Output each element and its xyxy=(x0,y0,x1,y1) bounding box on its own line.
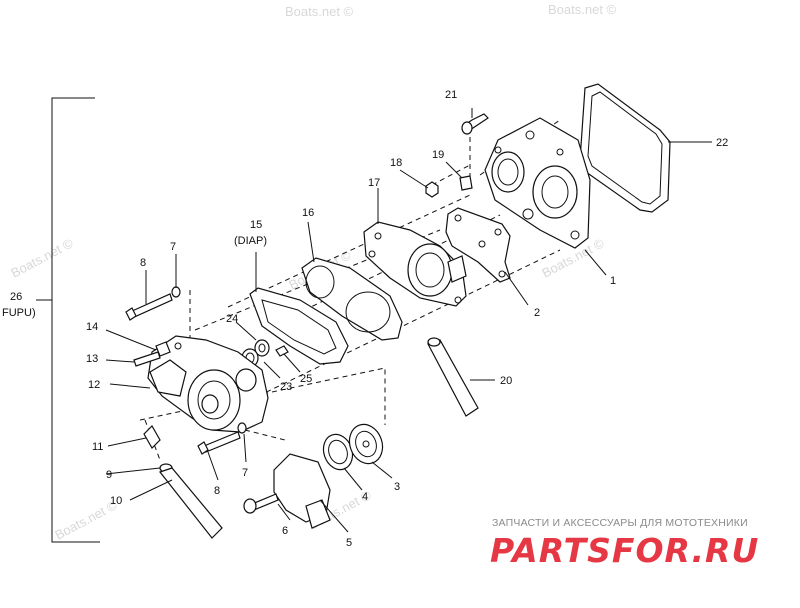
part-5-cap xyxy=(273,453,331,529)
callout-7-bottom: 7 xyxy=(242,467,248,479)
callout-labels: 21 22 18 19 17 16 15 (DIAP) 1 2 20 7 8 2… xyxy=(2,89,728,549)
part-6-screw xyxy=(243,493,279,514)
callout-6: 6 xyxy=(282,525,288,537)
part-12-pump-housing xyxy=(147,335,269,433)
callout-26: 26 xyxy=(10,291,22,303)
part-19-fitting xyxy=(459,175,473,191)
callout-4: 4 xyxy=(362,491,368,503)
part-1-pump-body xyxy=(484,117,591,249)
callout-8-bottom: 8 xyxy=(214,485,220,497)
part-16-diaphragm xyxy=(301,257,403,341)
callout-13: 13 xyxy=(86,353,98,365)
callout-22: 22 xyxy=(716,137,728,149)
callout-25: 25 xyxy=(300,373,312,385)
callout-9: 9 xyxy=(106,469,112,481)
callout-7-top: 7 xyxy=(170,241,176,253)
part-24-seal xyxy=(254,339,270,357)
callout-26-fupu: FUPU) xyxy=(2,307,36,319)
callout-8-top: 8 xyxy=(140,257,146,269)
callout-19: 19 xyxy=(432,149,444,161)
callout-24: 24 xyxy=(226,313,238,325)
callout-16: 16 xyxy=(302,207,314,219)
callout-14: 14 xyxy=(86,321,98,333)
part-17-pump-cover xyxy=(363,221,467,307)
callout-17: 17 xyxy=(368,177,380,189)
callout-10: 10 xyxy=(110,495,122,507)
callout-15: 15 xyxy=(250,219,262,231)
part-15-diaphragm-gasket xyxy=(249,287,349,365)
part-2-gasket-plate xyxy=(445,207,511,283)
callout-2: 2 xyxy=(534,307,540,319)
part-8-bolt-top xyxy=(125,293,173,321)
part-7-washer-top xyxy=(171,286,181,298)
watermark-top: Boats.net © xyxy=(285,4,354,19)
part-8-bolt-bottom xyxy=(197,431,241,455)
part-13-screw xyxy=(133,351,161,367)
brand-tagline: ЗАПЧАСТИ И АКСЕССУАРЫ ДЛЯ МОТОТЕХНИКИ xyxy=(492,517,748,529)
part-22-gasket xyxy=(579,83,671,213)
watermark-left: Boats.net © xyxy=(8,235,76,280)
part-10-hose xyxy=(159,467,223,539)
part-7-washer-bottom xyxy=(237,422,247,434)
part-11-fitting xyxy=(143,425,161,449)
callout-15-diap: (DIAP) xyxy=(234,235,267,247)
callout-20: 20 xyxy=(500,375,512,387)
part-18-nut xyxy=(425,181,439,198)
callout-5: 5 xyxy=(346,537,352,549)
brand-logo: PARTSFOR.RU xyxy=(490,531,759,570)
part-20-hose xyxy=(427,337,479,417)
callout-12: 12 xyxy=(88,379,100,391)
part-21-screw xyxy=(461,113,489,135)
callout-11: 11 xyxy=(92,441,103,453)
callout-21: 21 xyxy=(445,89,457,101)
partsfor-branding: ЗАПЧАСТИ И АКСЕССУАРЫ ДЛЯ МОТОТЕХНИКИ PA… xyxy=(490,517,759,570)
callout-1: 1 xyxy=(610,275,616,287)
callout-23: 23 xyxy=(280,381,292,393)
callout-18: 18 xyxy=(390,157,402,169)
leader-lines xyxy=(105,108,712,533)
callout-3: 3 xyxy=(394,481,400,493)
part-3-filter-screen xyxy=(348,423,384,465)
assembly-bracket xyxy=(36,97,100,543)
part-25-pin xyxy=(275,345,289,357)
watermark-top-right: Boats.net © xyxy=(548,2,617,17)
